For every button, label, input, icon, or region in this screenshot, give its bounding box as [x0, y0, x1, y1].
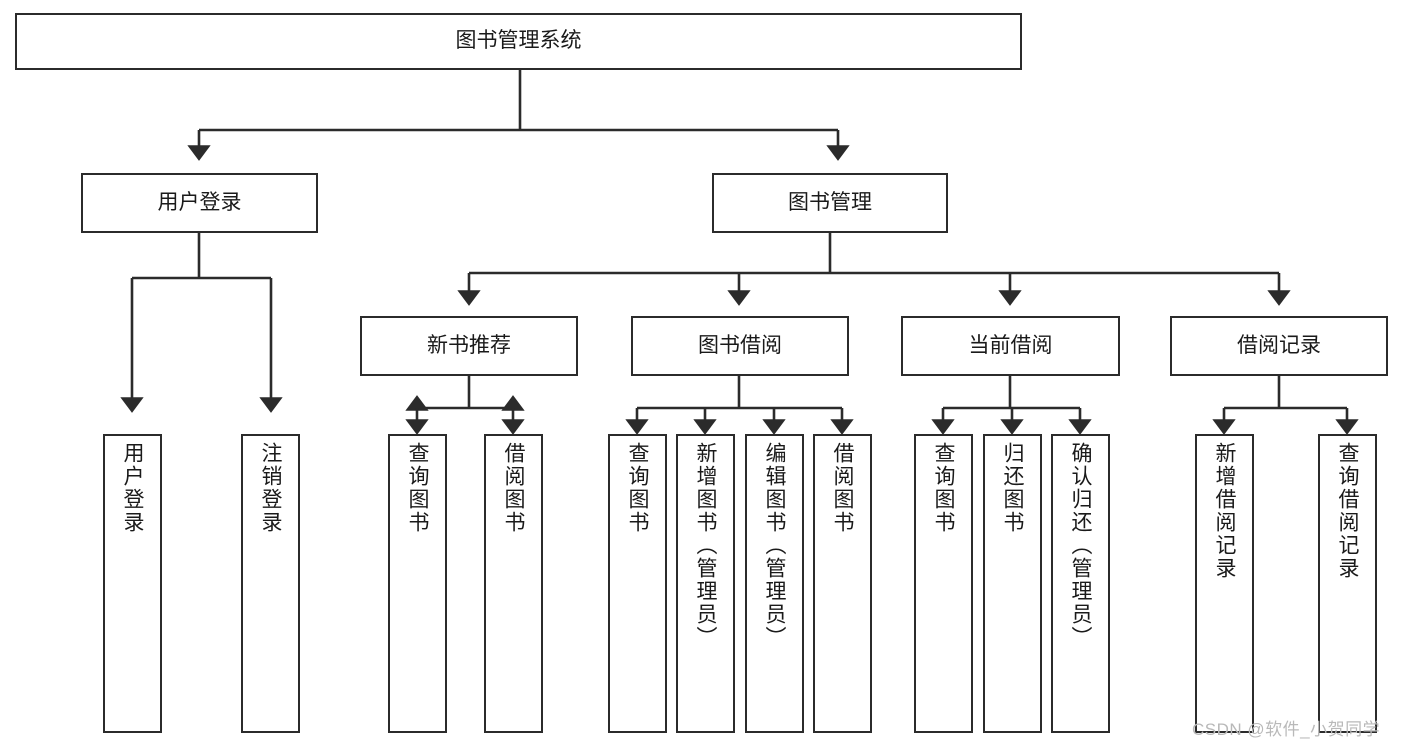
node-leaf-add-borrow-record[interactable]: 新增借阅记录: [1195, 434, 1254, 733]
node-leaf-query-book-borrow[interactable]: 查询图书: [608, 434, 667, 733]
node-label: 图书借阅: [698, 333, 782, 357]
node-label: 查询借阅记录: [1336, 442, 1359, 580]
node-book-borrow[interactable]: 图书借阅: [631, 316, 849, 376]
node-root-book-management-system[interactable]: 图书管理系统: [15, 13, 1022, 70]
node-leaf-user-logout[interactable]: 注销登录: [241, 434, 300, 733]
node-leaf-add-book-admin[interactable]: 新增图书（管理员）: [676, 434, 735, 733]
node-label: 归还图书: [1001, 442, 1024, 534]
node-label: 图书管理系统: [455, 29, 582, 53]
csdn-watermark: CSDN @软件_小贺同学: [1192, 720, 1381, 739]
node-leaf-query-book-current[interactable]: 查询图书: [914, 434, 973, 733]
node-label: 查询图书: [626, 442, 649, 534]
node-label: 新增图书（管理员）: [694, 442, 717, 649]
node-label: 确认归还（管理员）: [1069, 442, 1092, 649]
node-label: 新增借阅记录: [1213, 442, 1236, 580]
node-label: 新书推荐: [427, 333, 511, 357]
node-label: 用户登录: [121, 442, 144, 534]
node-label: 注销登录: [259, 442, 282, 534]
node-label: 查询图书: [932, 442, 955, 534]
node-leaf-borrow-book[interactable]: 借阅图书: [813, 434, 872, 733]
node-user-login[interactable]: 用户登录: [81, 173, 318, 233]
node-current-borrow[interactable]: 当前借阅: [901, 316, 1120, 376]
node-borrow-record[interactable]: 借阅记录: [1170, 316, 1388, 376]
node-label: 当前借阅: [968, 333, 1053, 357]
node-leaf-edit-book-admin[interactable]: 编辑图书（管理员）: [745, 434, 804, 733]
node-label: 查询图书: [406, 442, 429, 534]
node-label: 编辑图书（管理员）: [763, 442, 786, 649]
node-leaf-user-login[interactable]: 用户登录: [103, 434, 162, 733]
node-leaf-query-book-recommend[interactable]: 查询图书: [388, 434, 447, 733]
node-leaf-query-borrow-record[interactable]: 查询借阅记录: [1318, 434, 1377, 733]
node-new-book-recommend[interactable]: 新书推荐: [360, 316, 578, 376]
node-label: 借阅图书: [831, 442, 854, 534]
node-label: 图书管理: [788, 190, 872, 214]
node-book-management[interactable]: 图书管理: [712, 173, 948, 233]
node-label: 借阅图书: [502, 442, 525, 534]
node-label: 借阅记录: [1237, 333, 1321, 357]
node-leaf-return-book[interactable]: 归还图书: [983, 434, 1042, 733]
node-label: 用户登录: [157, 190, 242, 214]
node-leaf-confirm-return-admin[interactable]: 确认归还（管理员）: [1051, 434, 1110, 733]
node-leaf-borrow-book-recommend[interactable]: 借阅图书: [484, 434, 543, 733]
